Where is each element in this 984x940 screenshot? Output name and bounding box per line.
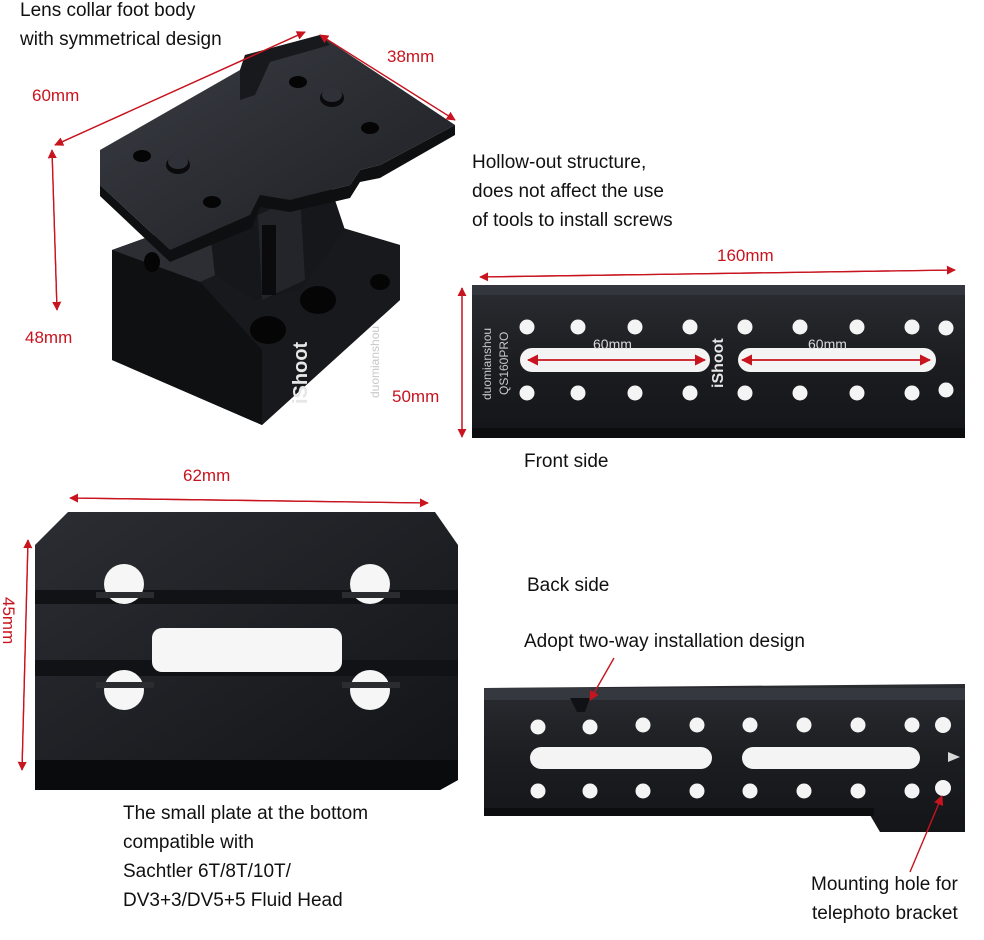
pointer-arrows <box>589 657 944 873</box>
front-side-caption: Front side <box>524 451 609 472</box>
slot-left-label: 60mm <box>593 336 632 352</box>
lens-collar-foot <box>100 35 455 425</box>
plate-height-label: 50mm <box>392 387 440 406</box>
lens-collar-caption: Lens collar foot body with symmetrical d… <box>20 0 222 54</box>
caption-line: DV3+3/DV5+5 Fluid Head <box>123 890 343 911</box>
mounting-hole-caption: Mounting hole for telephoto bracket <box>811 870 958 928</box>
back-side-caption: Back side <box>527 575 610 596</box>
caption-line: Mounting hole for <box>811 874 958 895</box>
caption-line: Lens collar foot body <box>20 0 196 21</box>
caption-line: compatible with <box>123 832 254 853</box>
foot-width-label: 38mm <box>387 47 435 66</box>
small-width-label: 62mm <box>183 466 231 485</box>
caption-line: Sachtler 6T/8T/10T/ <box>123 861 291 882</box>
caption-line: The small plate at the bottom <box>123 803 369 824</box>
back-plate-holes <box>530 717 951 799</box>
small-plate <box>35 512 458 790</box>
foot-length-label: 60mm <box>32 86 80 105</box>
small-plate-caption: The small plate at the bottom compatible… <box>123 799 368 915</box>
plate-maker-marking: duomianshou <box>480 327 494 400</box>
front-plate-holes <box>519 319 954 401</box>
back-plate <box>484 684 965 832</box>
plate-model-marking: QS160PRO <box>497 331 511 395</box>
hollow-caption: Hollow-out structure, does not affect th… <box>472 148 673 235</box>
foot-height-label: 48mm <box>25 328 73 347</box>
small-plate-dimension-lines <box>17 493 429 771</box>
plate-brand-logo: iShoot <box>710 338 727 388</box>
front-plate <box>472 285 965 438</box>
foot-brand-logo: iShoot <box>290 341 312 404</box>
foot-dimension-lines <box>47 31 456 311</box>
slot-right-label: 60mm <box>808 336 847 352</box>
caption-line: of tools to install screws <box>472 210 673 231</box>
caption-line: Hollow-out structure, <box>472 152 647 173</box>
small-height-label: 45mm <box>0 597 18 645</box>
plate-length-label: 160mm <box>717 246 774 265</box>
foot-maker-marking: duomianshou <box>368 325 382 398</box>
caption-line: telephoto bracket <box>812 903 958 924</box>
two-way-caption: Adopt two-way installation design <box>524 631 805 652</box>
front-plate-dimension-lines <box>457 265 956 438</box>
caption-line: does not affect the use <box>472 181 664 202</box>
caption-line: with symmetrical design <box>20 29 222 50</box>
